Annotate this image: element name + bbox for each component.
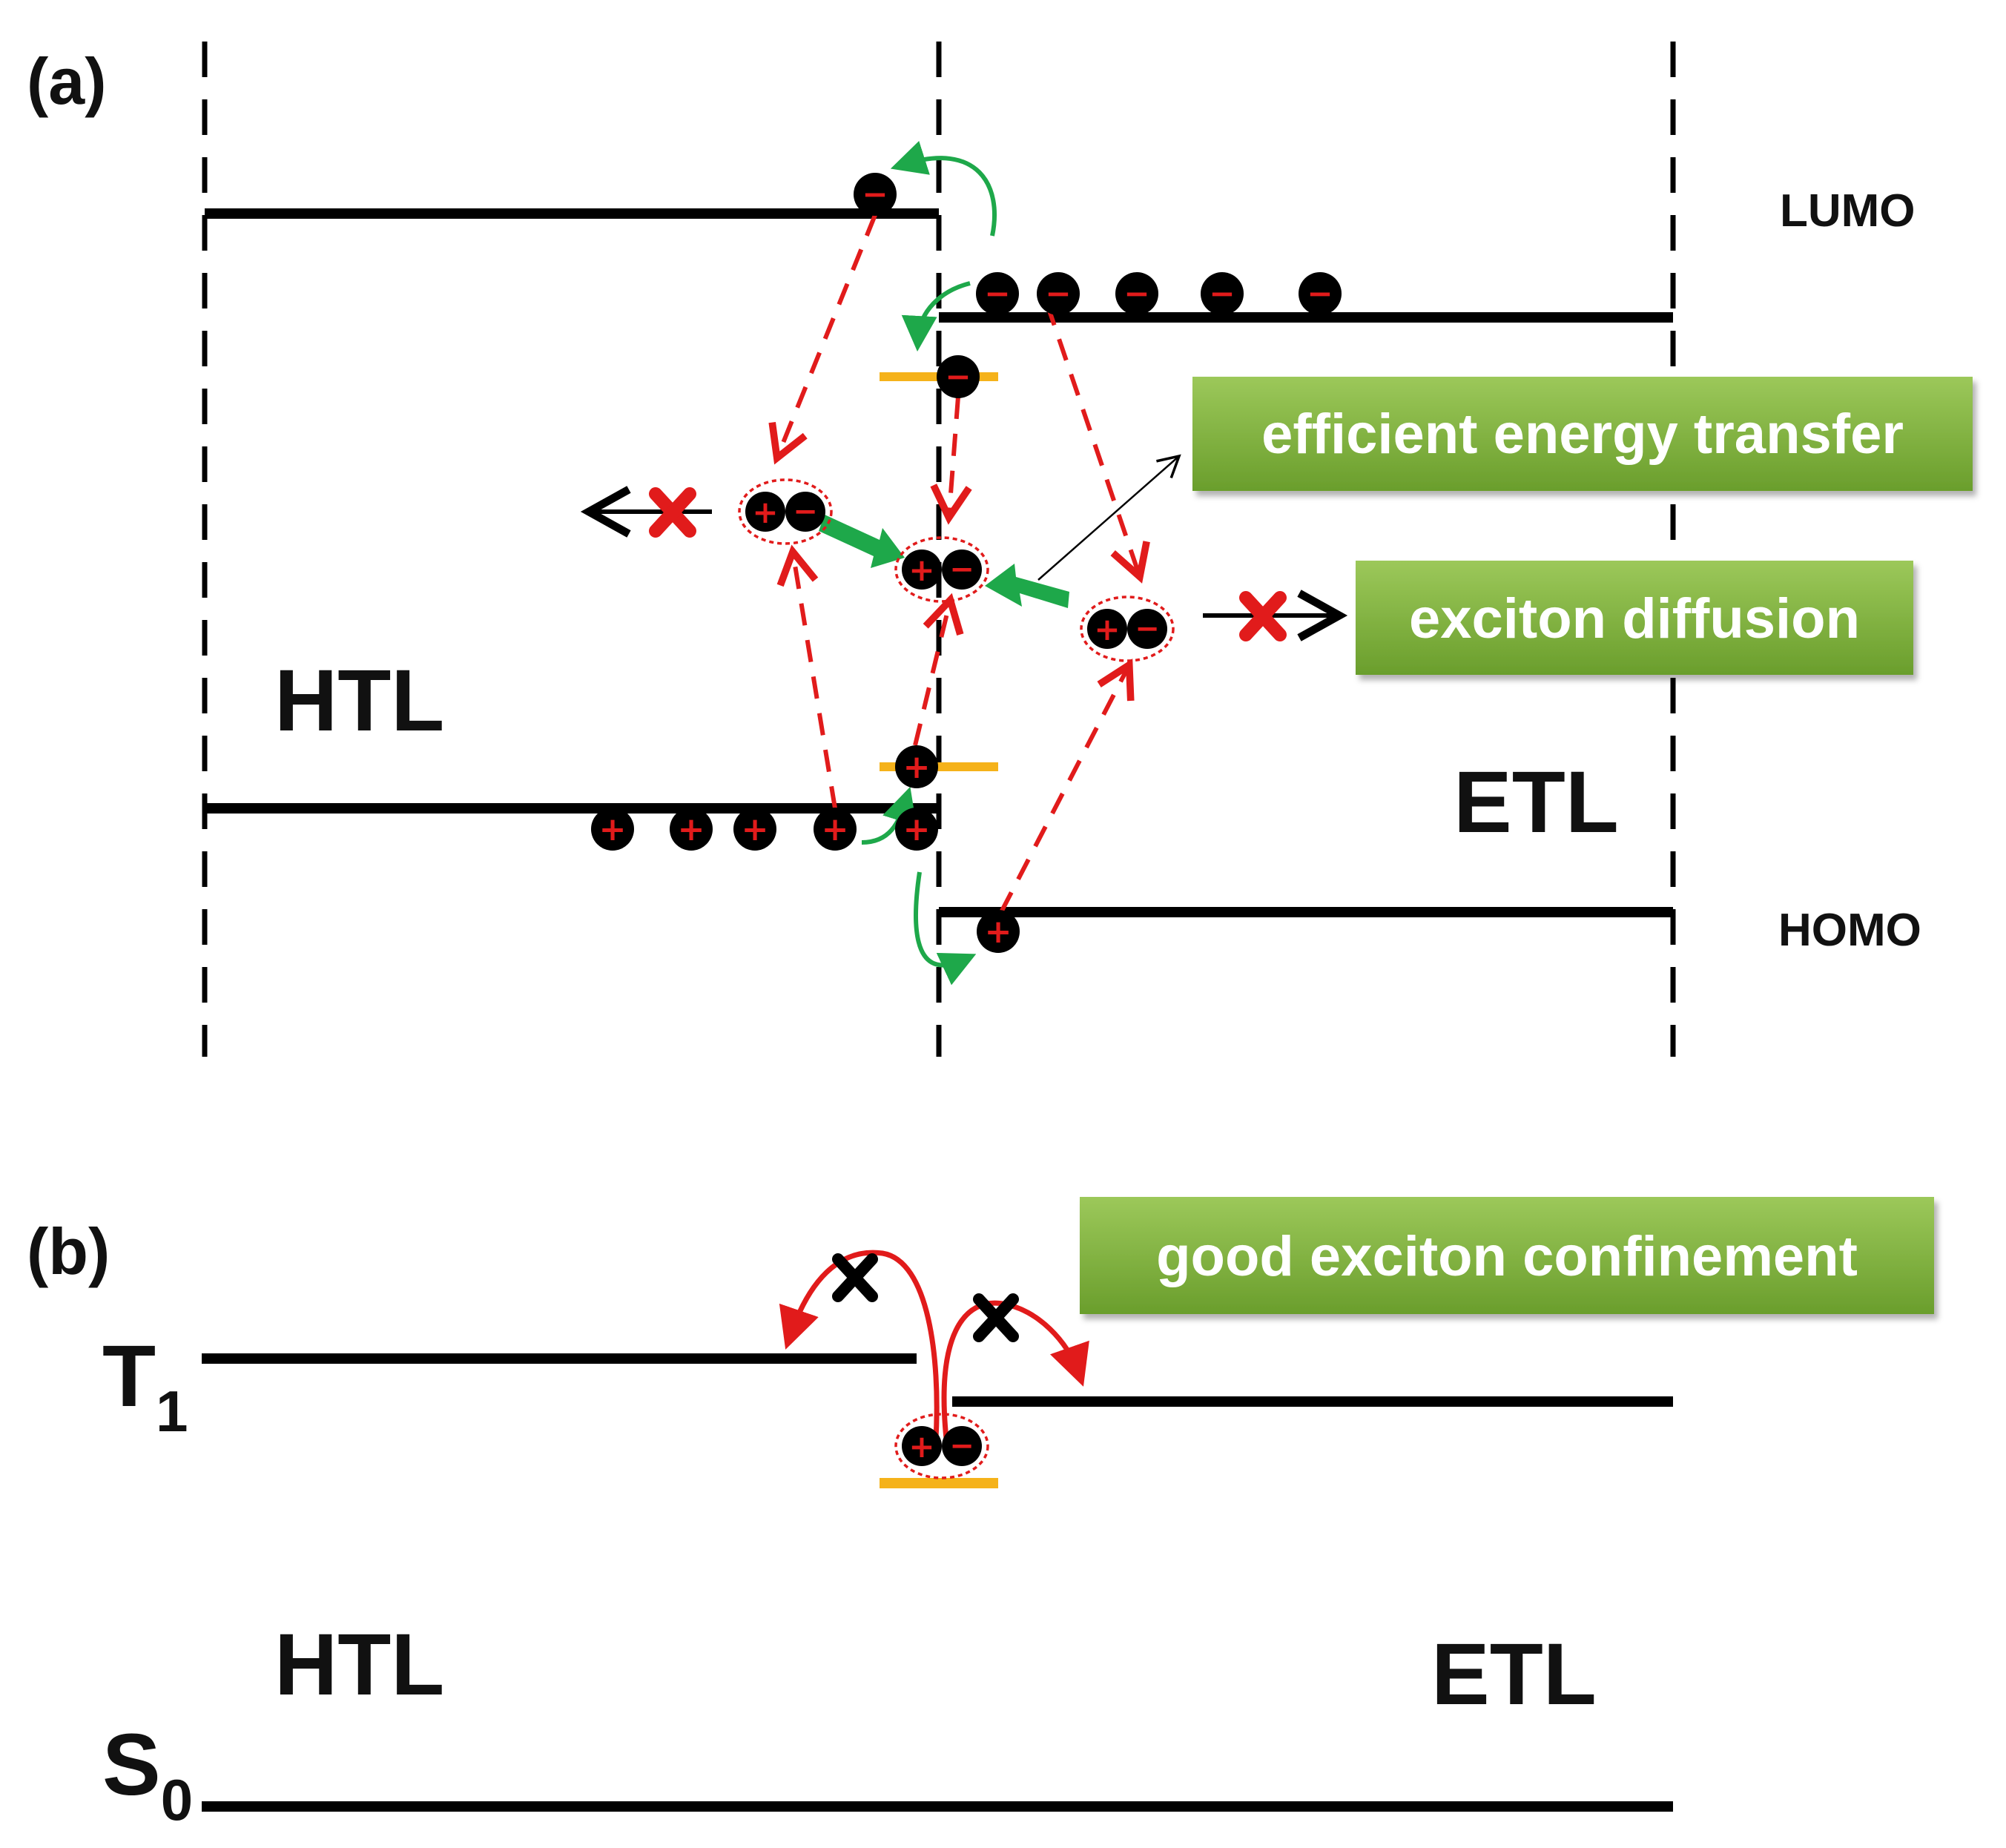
electron-trap: − xyxy=(937,355,980,398)
htl-label-b: HTL xyxy=(274,1616,444,1714)
svg-text:+: + xyxy=(985,913,1012,951)
injection-arrow-2 xyxy=(901,281,971,352)
blocked-escape-arrows xyxy=(779,1250,1089,1439)
svg-text:−: − xyxy=(1135,612,1160,646)
blocked-diffusion-right xyxy=(1203,590,1348,641)
electrons: − − − − − − − xyxy=(854,173,1342,398)
panel-a-label: (a) xyxy=(27,44,107,118)
injection-arrow-3 xyxy=(861,786,917,845)
transfer-arrow-2 xyxy=(1045,303,1150,584)
callout-confinement-text: good exciton confinement xyxy=(1156,1225,1858,1288)
t1-label: T1 xyxy=(102,1327,188,1444)
energy-transfer-arrow-left xyxy=(819,515,905,568)
etl-label: ETL xyxy=(1454,753,1619,851)
svg-text:+: + xyxy=(903,811,931,848)
exciton-etl: + − xyxy=(1080,595,1175,662)
transfer-arrow-6 xyxy=(999,659,1135,914)
svg-text:+: + xyxy=(822,811,849,848)
electron-etl-lumo-4: − xyxy=(1201,272,1244,315)
energy-levels xyxy=(205,208,1673,917)
blocked-x-etl xyxy=(973,1293,1019,1342)
transfer-arrow-3 xyxy=(930,396,972,525)
callout-exciton-diffusion-text: exciton diffusion xyxy=(1409,587,1860,650)
svg-text:−: − xyxy=(1209,275,1235,311)
blocked-x-htl xyxy=(832,1253,878,1302)
escape-arrow-etl xyxy=(941,1300,1089,1439)
etl-label-b: ETL xyxy=(1431,1626,1597,1723)
transfer-arrow-1 xyxy=(768,214,877,465)
hole-htl-homo-4: + xyxy=(814,808,857,851)
svg-text:+: + xyxy=(903,748,931,786)
s0-label: S0 xyxy=(102,1716,193,1832)
svg-text:−: − xyxy=(793,495,818,529)
transfer-arrow-5 xyxy=(913,593,964,746)
svg-text:−: − xyxy=(949,552,974,587)
svg-text:+: + xyxy=(678,811,705,848)
svg-text:−: − xyxy=(949,1429,974,1463)
charge-transfer-arrows xyxy=(768,214,1150,914)
escape-arrow-htl xyxy=(779,1250,940,1439)
hole-trap: + xyxy=(895,745,938,788)
electron-etl-lumo-1: − xyxy=(976,272,1019,315)
svg-text:−: − xyxy=(1045,275,1071,311)
svg-text:−: − xyxy=(1124,275,1149,311)
callout-energy-transfer-text: efficient energy transfer xyxy=(1261,403,1904,466)
blocked-diffusion-left xyxy=(580,486,712,538)
injection-arrow-1 xyxy=(890,141,997,237)
panel-a: (a) LUMO HOMO HTL ETL xyxy=(27,42,1973,1057)
energy-transfer-arrows xyxy=(819,515,1069,608)
svg-text:−: − xyxy=(1307,275,1333,311)
svg-text:+: + xyxy=(742,811,769,848)
transfer-arrow-4 xyxy=(776,544,837,809)
injection-arrow-4 xyxy=(914,871,977,986)
htl-label: HTL xyxy=(274,652,444,750)
svg-text:−: − xyxy=(862,176,888,212)
energy-transfer-arrow-right xyxy=(985,564,1069,608)
hole-htl-homo-1: + xyxy=(591,808,634,851)
blocked-x-right xyxy=(1239,591,1287,641)
callout-exciton-diffusion: exciton diffusion xyxy=(1356,561,1913,675)
callout-pointer-line xyxy=(1037,454,1181,581)
callout-confinement: good exciton confinement xyxy=(1080,1197,1934,1314)
exciton-confined: + − xyxy=(894,1413,989,1479)
injection-arrows xyxy=(861,141,997,986)
electron-etl-lumo-3: − xyxy=(1115,272,1158,315)
electron-htl-lumo: − xyxy=(854,173,897,216)
svg-text:+: + xyxy=(752,494,778,530)
svg-text:+: + xyxy=(1094,611,1120,647)
svg-text:+: + xyxy=(599,811,627,848)
svg-text:+: + xyxy=(908,552,934,588)
svg-text:+: + xyxy=(908,1428,934,1465)
svg-text:−: − xyxy=(984,275,1010,311)
hole-htl-homo-2: + xyxy=(670,808,713,851)
layer-boundaries xyxy=(202,42,1676,1057)
exciton-interface: + − xyxy=(894,536,989,603)
homo-label: HOMO xyxy=(1778,905,1921,956)
triplet-singlet-levels xyxy=(202,1353,1673,1812)
holes: + + + + + + + xyxy=(591,745,1020,953)
svg-text:−: − xyxy=(945,358,971,395)
electron-etl-lumo-2: − xyxy=(1037,272,1080,315)
exciton-htl: + − xyxy=(738,478,833,545)
blocked-x-left xyxy=(649,487,696,538)
callout-energy-transfer: efficient energy transfer xyxy=(1192,377,1973,491)
lumo-label: LUMO xyxy=(1780,185,1916,237)
hole-etl-homo: + xyxy=(977,910,1020,953)
electron-etl-lumo-5: − xyxy=(1299,272,1342,315)
hole-htl-homo-5: + xyxy=(895,808,938,851)
hole-htl-homo-3: + xyxy=(733,808,776,851)
panel-b-label: (b) xyxy=(27,1215,110,1288)
panel-b: (b) T1 S0 + − HTL ETL xyxy=(27,1197,1934,1832)
